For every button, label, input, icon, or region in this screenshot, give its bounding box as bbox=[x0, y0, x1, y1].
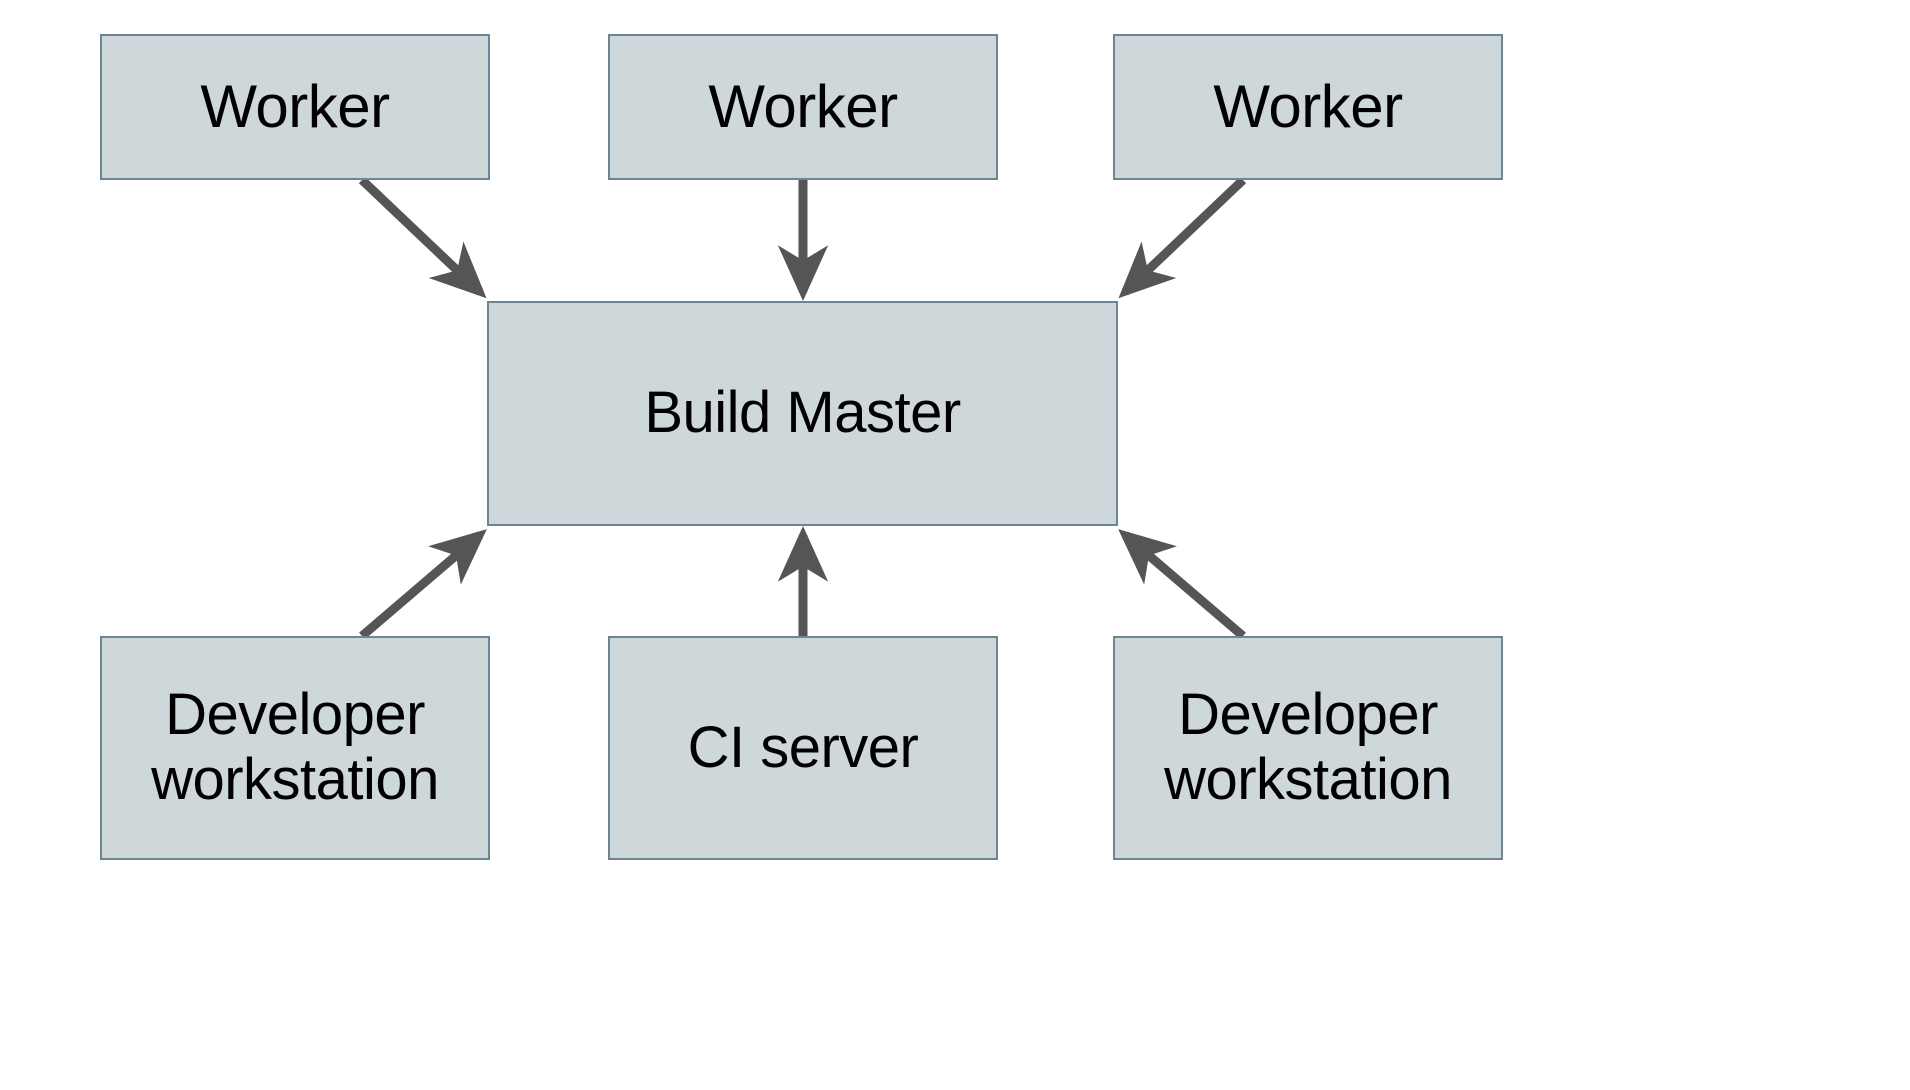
node-worker-2-label: Worker bbox=[708, 73, 898, 141]
edge-dev-workstation-left-to-build-master bbox=[359, 529, 487, 640]
node-worker-1[interactable]: Worker bbox=[100, 34, 490, 180]
edge-worker-1-to-build-master bbox=[358, 176, 487, 299]
node-build-master[interactable]: Build Master bbox=[487, 301, 1118, 526]
node-developer-workstation-left-label: Developer workstation bbox=[151, 682, 439, 812]
node-worker-3-label: Worker bbox=[1213, 73, 1403, 141]
node-ci-server-label: CI server bbox=[687, 714, 919, 780]
node-worker-1-label: Worker bbox=[200, 73, 390, 141]
node-developer-workstation-right-label: Developer workstation bbox=[1164, 682, 1452, 812]
node-ci-server[interactable]: CI server bbox=[608, 636, 998, 860]
node-developer-workstation-right[interactable]: Developer workstation bbox=[1113, 636, 1503, 860]
node-worker-3[interactable]: Worker bbox=[1113, 34, 1503, 180]
node-developer-workstation-left[interactable]: Developer workstation bbox=[100, 636, 490, 860]
node-build-master-label: Build Master bbox=[644, 380, 961, 446]
edge-dev-workstation-right-to-build-master bbox=[1118, 529, 1246, 640]
node-worker-2[interactable]: Worker bbox=[608, 34, 998, 180]
edge-worker-3-to-build-master bbox=[1118, 176, 1247, 299]
